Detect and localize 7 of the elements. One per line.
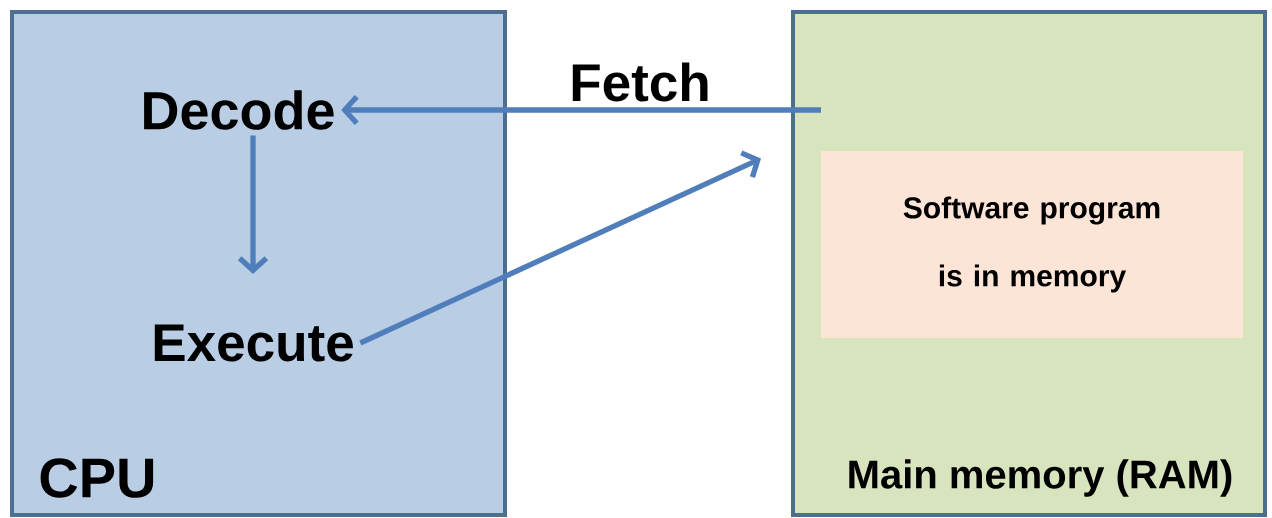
step-label: Decode [144,90,334,130]
arrow [359,150,761,346]
edge-label: Fetch [566,59,714,105]
arrow [237,135,269,274]
arrow [341,94,821,126]
step-label: Execute [154,324,353,362]
text-box: Software program is in memory [821,151,1243,338]
